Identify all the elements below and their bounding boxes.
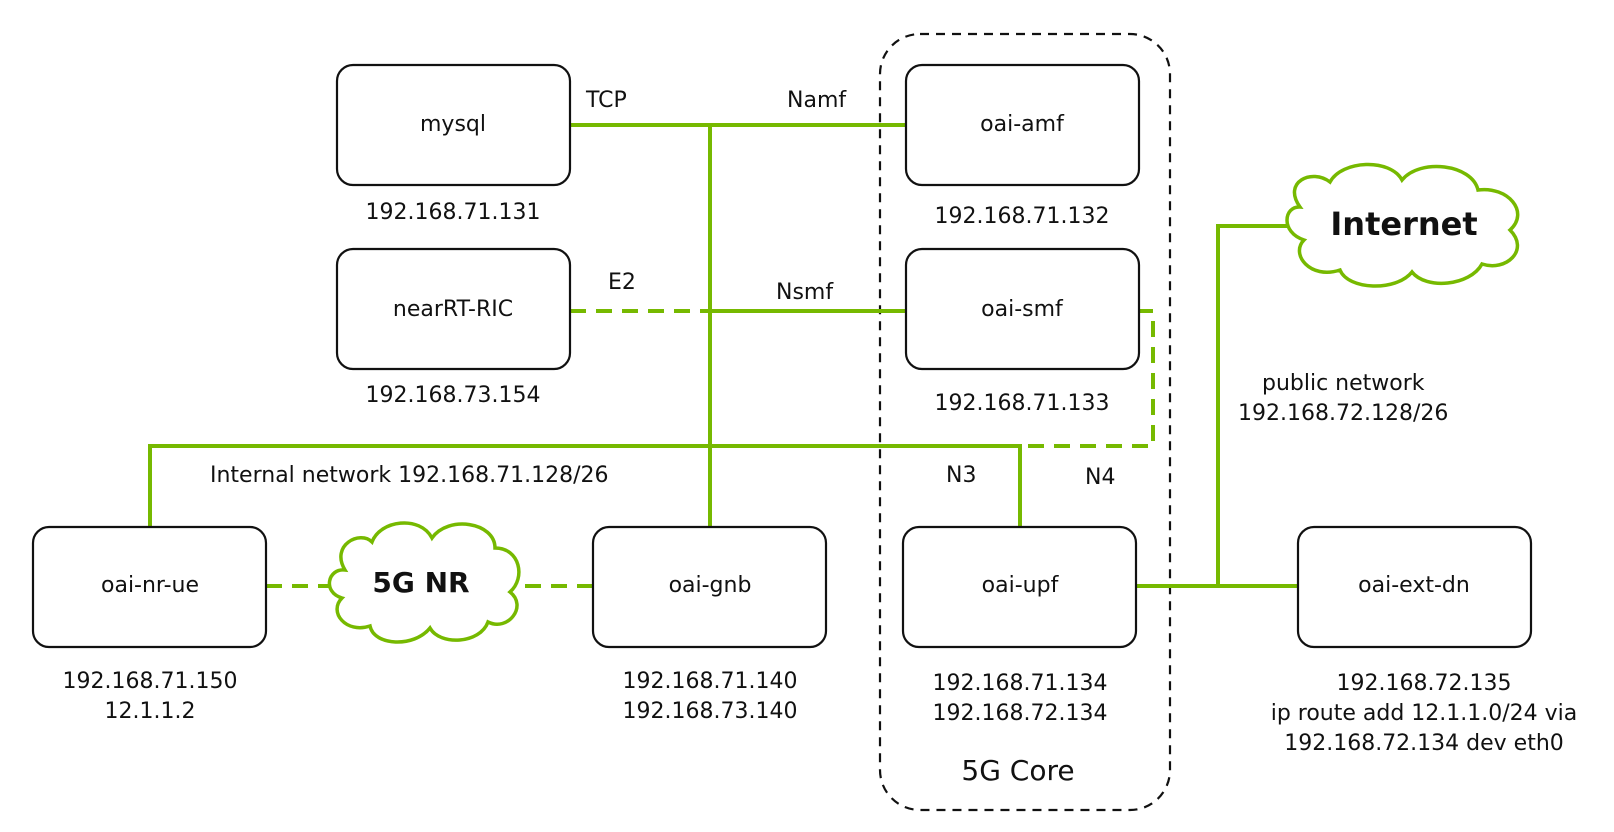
edge-label-n4: N4 bbox=[1085, 465, 1115, 490]
cloud-internet-shape bbox=[1285, 162, 1520, 288]
node-ue-ip-1: 192.168.71.150 bbox=[63, 669, 238, 694]
node-mysql-label: mysql bbox=[420, 112, 486, 137]
edge-label-internal-network: Internal network 192.168.71.128/26 bbox=[210, 463, 608, 488]
link-n4 bbox=[1020, 309, 1155, 448]
node-gnb: oai-gnb 192.168.71.140 192.168.73.140 bbox=[591, 525, 828, 724]
edge-label-n3: N3 bbox=[946, 463, 976, 488]
node-extdn-route-2: 192.168.72.134 dev eth0 bbox=[1284, 731, 1564, 756]
link-internal-network bbox=[148, 444, 1022, 527]
node-amf-label: oai-amf bbox=[980, 112, 1065, 137]
node-upf-box bbox=[901, 525, 1138, 649]
node-extdn-label: oai-ext-dn bbox=[1358, 573, 1470, 598]
node-extdn-route-1: ip route add 12.1.1.0/24 via bbox=[1271, 701, 1578, 726]
dashed-links bbox=[266, 309, 1155, 588]
cloud-internet: Internet bbox=[1285, 162, 1520, 288]
edge-label-e2: E2 bbox=[608, 270, 636, 295]
node-ue-label: oai-nr-ue bbox=[101, 573, 199, 598]
node-gnb-ip-2: 192.168.73.140 bbox=[623, 699, 798, 724]
node-extdn-box bbox=[1296, 525, 1533, 649]
node-ric-box bbox=[335, 247, 572, 371]
edge-label-namf: Namf bbox=[787, 88, 847, 113]
links bbox=[148, 123, 1298, 588]
node-upf-ip-2: 192.168.72.134 bbox=[933, 701, 1108, 726]
node-gnb-label: oai-gnb bbox=[669, 573, 752, 598]
cloud-5g-nr-label: 5G NR bbox=[372, 566, 469, 599]
node-amf-box bbox=[904, 63, 1141, 187]
node-smf-box bbox=[904, 247, 1141, 371]
node-mysql: mysql 192.168.71.131 bbox=[335, 63, 572, 225]
link-public-internet bbox=[1216, 224, 1290, 586]
node-upf-label: oai-upf bbox=[982, 573, 1060, 598]
node-smf-ip-1: 192.168.71.133 bbox=[935, 391, 1110, 416]
node-smf: oai-smf 192.168.71.133 bbox=[904, 247, 1141, 416]
edge-label-nsmf: Nsmf bbox=[776, 280, 834, 305]
edge-label-public-network: public network bbox=[1262, 371, 1425, 396]
node-smf-label: oai-smf bbox=[981, 297, 1064, 322]
node-gnb-ip-1: 192.168.71.140 bbox=[623, 669, 798, 694]
core-group-label: 5G Core bbox=[961, 754, 1074, 787]
node-amf-ip-1: 192.168.71.132 bbox=[935, 204, 1110, 229]
node-amf: oai-amf 192.168.71.132 bbox=[904, 63, 1141, 229]
node-ue-ip-2: 12.1.1.2 bbox=[105, 699, 196, 724]
node-ue-box bbox=[31, 525, 268, 649]
cloud-5g-nr-shape bbox=[327, 521, 521, 644]
cloud-5g-nr: 5G NR bbox=[327, 521, 521, 644]
cloud-internet-label: Internet bbox=[1330, 205, 1477, 243]
node-gnb-box bbox=[591, 525, 828, 649]
node-ric-label: nearRT-RIC bbox=[393, 297, 513, 322]
node-mysql-box bbox=[335, 63, 572, 187]
node-upf: oai-upf 192.168.71.134 192.168.72.134 bbox=[901, 525, 1138, 726]
edge-label-tcp: TCP bbox=[585, 88, 627, 113]
core-group-boundary bbox=[878, 32, 1172, 812]
node-upf-ip-1: 192.168.71.134 bbox=[933, 671, 1108, 696]
node-mysql-ip-1: 192.168.71.131 bbox=[366, 200, 541, 225]
node-ue: oai-nr-ue 192.168.71.150 12.1.1.2 bbox=[31, 525, 268, 724]
node-extdn-ip-1: 192.168.72.135 bbox=[1337, 671, 1512, 696]
edge-label-public-subnet: 192.168.72.128/26 bbox=[1238, 401, 1448, 426]
node-ric-ip-1: 192.168.73.154 bbox=[366, 383, 541, 408]
node-extdn: oai-ext-dn 192.168.72.135 ip route add 1… bbox=[1271, 525, 1578, 756]
node-ric: nearRT-RIC 192.168.73.154 bbox=[335, 247, 572, 408]
